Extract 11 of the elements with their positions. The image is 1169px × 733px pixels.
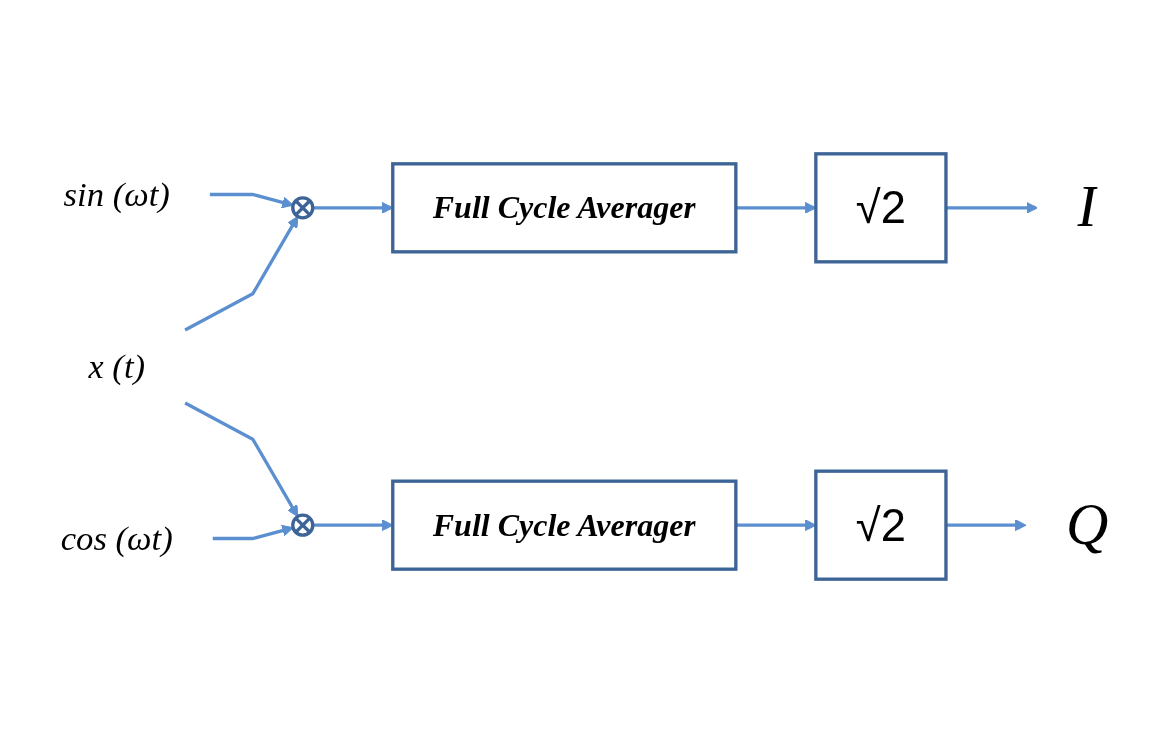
node-text: Q xyxy=(1065,491,1109,558)
arrow xyxy=(184,401,299,518)
node-text: sin (ωt) xyxy=(63,175,170,214)
node-text: cos (ωt) xyxy=(60,519,173,558)
node-text: I xyxy=(1077,174,1097,240)
node-box: √2 xyxy=(814,469,948,581)
arrow xyxy=(184,215,299,332)
node-box: Full Cycle Averager xyxy=(391,162,738,254)
node-text: x (t) xyxy=(88,347,146,386)
node-box: Full Cycle Averager xyxy=(391,479,738,571)
node-box: √2 xyxy=(814,152,948,264)
